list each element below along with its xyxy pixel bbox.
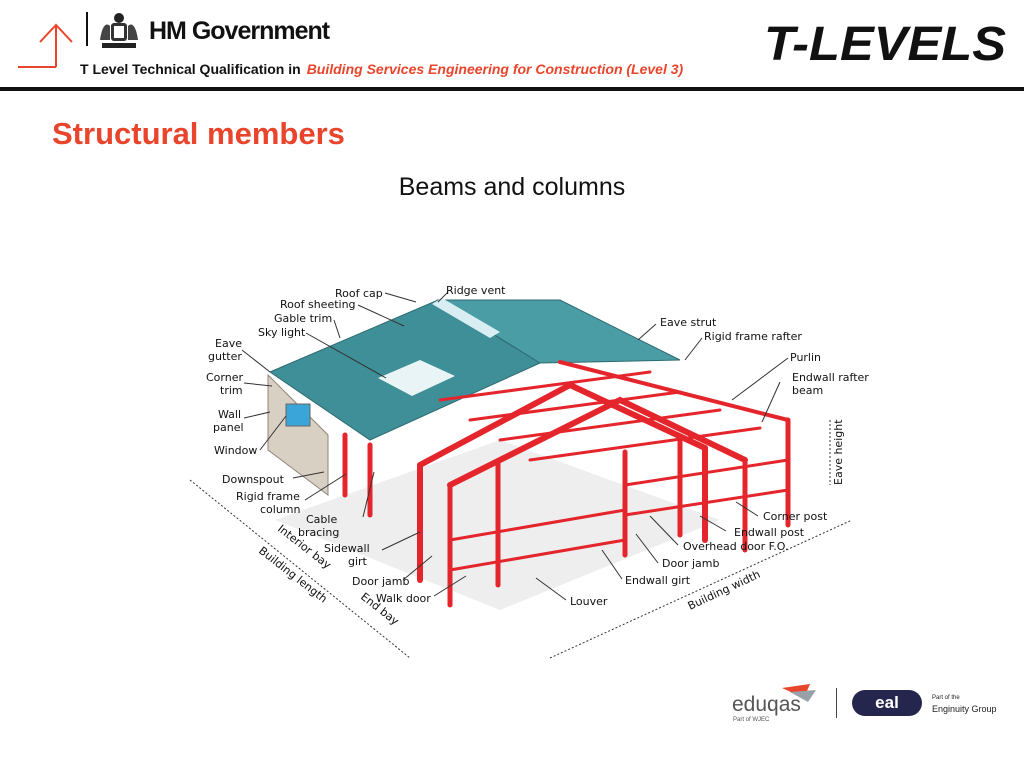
label-sidewall-girt-2: girt (348, 555, 368, 568)
label-eave-height: Eave height (832, 419, 845, 485)
eduqas-name: eduqas (732, 693, 801, 716)
label-ridge-vent: Ridge vent (446, 284, 506, 297)
label-cable-bracing-1: Cable (306, 513, 337, 526)
label-purlin: Purlin (790, 351, 821, 364)
label-sky-light: Sky light (258, 326, 306, 339)
t-levels-logo: T-LEVELS (764, 18, 1006, 68)
page-title: Structural members (52, 116, 345, 151)
label-eave-gutter-2: gutter (208, 350, 242, 363)
label-louver: Louver (570, 595, 608, 608)
label-wall-panel-1: Wall (218, 408, 241, 421)
qualification-subject: Building Services Engineering for Constr… (306, 61, 684, 77)
label-walk-door: Walk door (376, 592, 431, 605)
label-corner-trim-1: Corner (206, 371, 243, 384)
ridge-vent-shape (432, 298, 500, 338)
hm-divider (86, 12, 88, 46)
roof-sheeting-right (436, 299, 681, 364)
label-door-jamb-right: Door jamb (662, 557, 719, 570)
dimension-lines (189, 420, 853, 659)
header: HM Government T Level Technical Qualific… (0, 0, 1024, 92)
eduqas-logo: eduqas Part of WJEC (732, 684, 816, 723)
label-corner-trim-2: trim (220, 384, 243, 397)
window-shape (285, 403, 311, 427)
label-window: Window (214, 444, 257, 457)
building-structure-diagram: Roof cap Ridge vent Roof sheeting Gable … (189, 284, 869, 659)
label-cable-bracing-2: bracing (298, 526, 339, 539)
eal-logo: eal (852, 690, 922, 716)
eduqas-tagline: Part of WJEC (733, 717, 770, 723)
t-levels-logo-text: T-LEVELS (764, 18, 1006, 68)
label-wall-panel-2: panel (213, 421, 244, 434)
enginuity-part-of: Part of the (932, 695, 960, 701)
enginuity-logo: Part of the Enginuity Group (932, 693, 997, 715)
label-downspout: Downspout (222, 473, 285, 486)
page-subtitle: Beams and columns (398, 173, 626, 201)
label-endwall-post: Endwall post (734, 526, 805, 539)
label-eave-gutter-1: Eave (215, 337, 242, 350)
label-building-width: Building width (686, 568, 763, 613)
label-overhead-door: Overhead door F.O. (683, 540, 788, 553)
sky-light-shape (378, 360, 455, 396)
label-eave-strut: Eave strut (660, 316, 717, 329)
structural-frame (342, 360, 791, 608)
header-rule (0, 87, 1024, 91)
qualification-line: T Level Technical Qualification in Buildi… (80, 61, 683, 77)
royal-crest-icon (100, 13, 138, 48)
label-roof-cap: Roof cap (335, 287, 383, 300)
label-rigid-frame-rafter: Rigid frame rafter (704, 330, 802, 343)
label-endwall-rafter-beam-1: Endwall rafter (792, 371, 869, 384)
label-sidewall-girt-1: Sidewall (324, 542, 370, 555)
footer-divider (836, 688, 837, 718)
label-door-jamb-left: Door jamb (352, 575, 409, 588)
hm-government-logo: HM Government (149, 17, 330, 45)
label-endwall-girt: Endwall girt (625, 574, 691, 587)
enginuity-name: Enginuity Group (932, 704, 997, 714)
label-endwall-rafter-beam-2: beam (792, 384, 823, 397)
label-roof-sheeting: Roof sheeting (280, 298, 356, 311)
leader-lines (241, 291, 789, 601)
label-rigid-frame-column-2: column (260, 503, 301, 516)
label-rigid-frame-column-1: Rigid frame (236, 490, 300, 503)
label-gable-trim: Gable trim (274, 312, 332, 325)
label-corner-post: Corner post (763, 510, 828, 523)
qualification-prefix: T Level Technical Qualification in (80, 61, 301, 77)
arrow-logo-icon (18, 23, 73, 68)
